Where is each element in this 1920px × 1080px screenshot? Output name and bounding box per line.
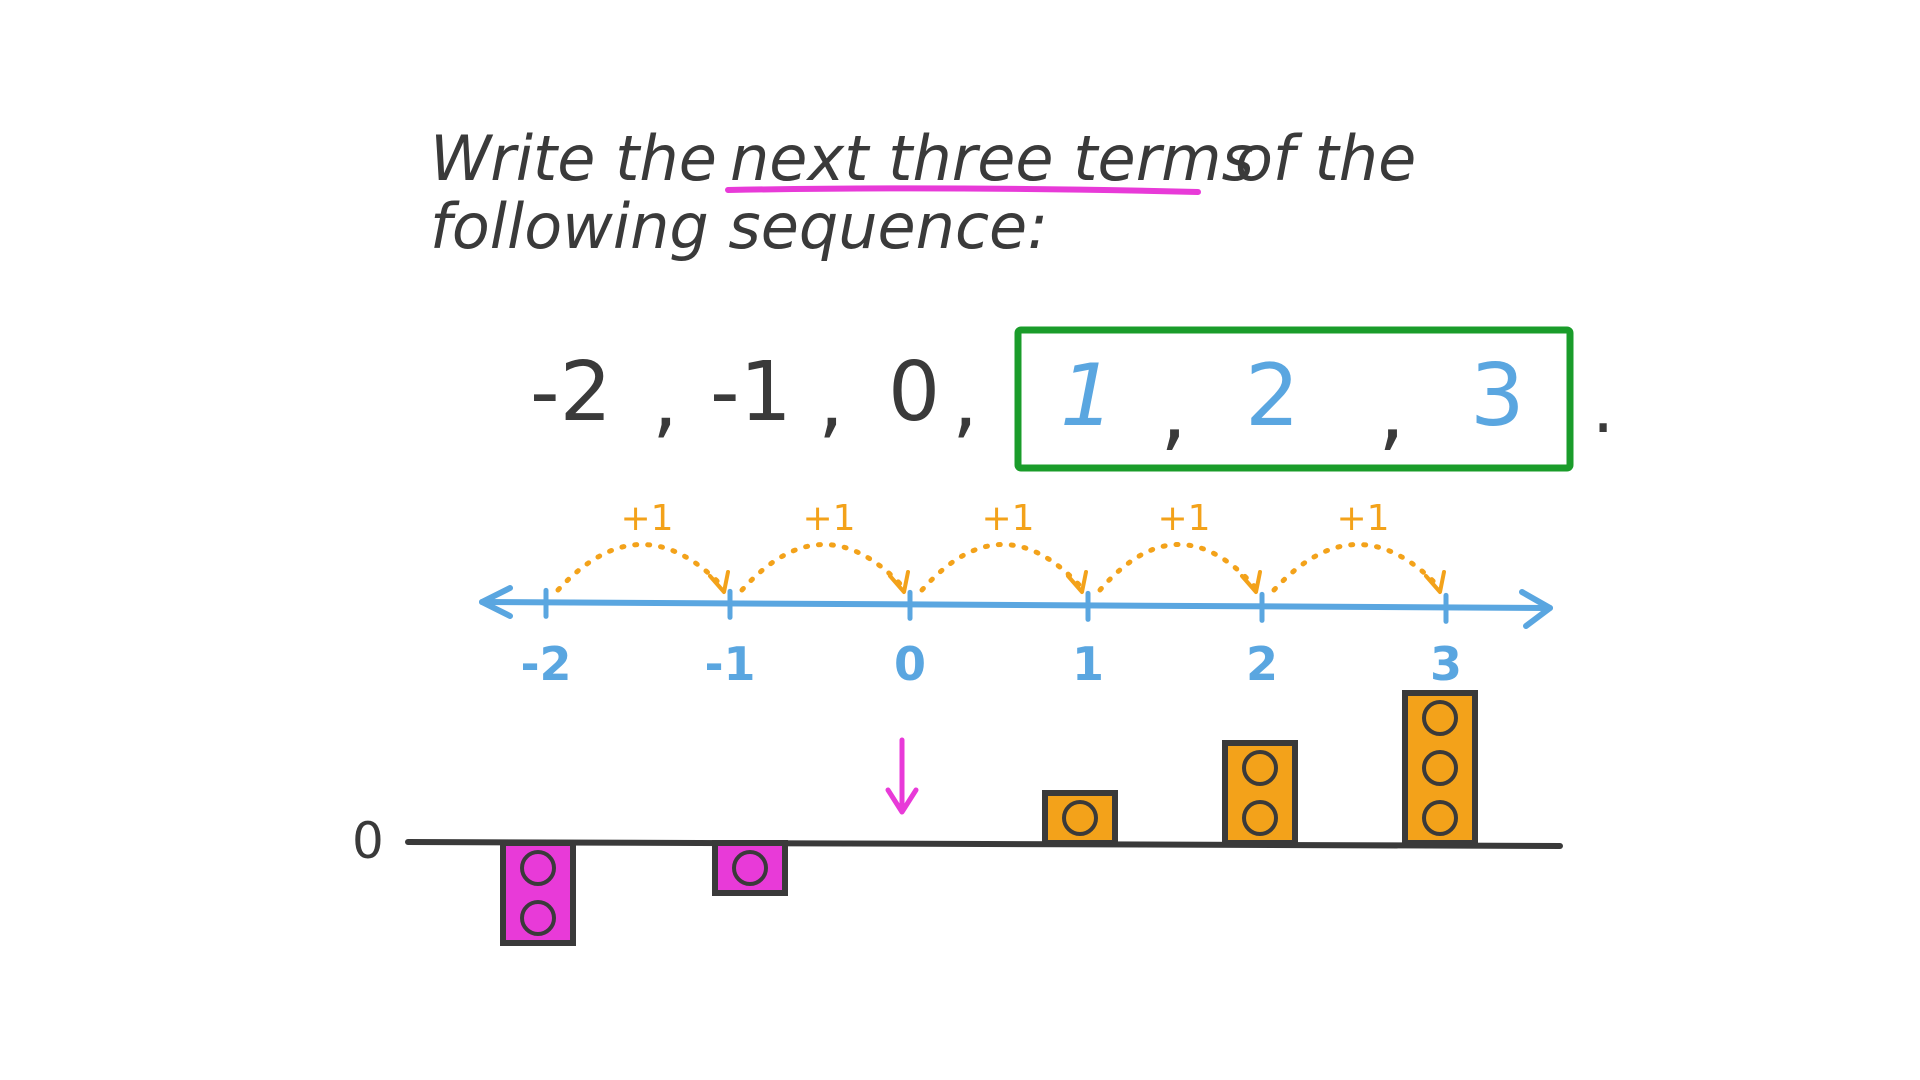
right-arrow-icon <box>1519 589 1553 629</box>
jump-arc <box>1271 542 1443 593</box>
jump-arrow-icon <box>708 570 730 594</box>
positive-block <box>1222 740 1298 846</box>
left-arrow-icon <box>479 585 513 619</box>
jump-label: +1 <box>802 498 855 539</box>
counter-circle <box>1242 800 1278 836</box>
tick-label: -2 <box>520 637 571 691</box>
given-sep-3: , <box>952 353 978 448</box>
positive-block <box>1402 690 1478 846</box>
answer-term-1: 1 <box>1060 346 1115 446</box>
answer-term-3: 3 <box>1470 346 1525 446</box>
counter-circle <box>1062 800 1098 836</box>
answer-box <box>1014 326 1574 472</box>
jump-arc <box>919 542 1085 593</box>
jump-label: +1 <box>981 498 1034 539</box>
counter-circle <box>520 900 556 936</box>
jump-arc <box>739 542 907 593</box>
zero-baseline <box>405 839 1563 849</box>
zero-label: 0 <box>352 812 384 870</box>
blocks <box>500 690 1478 946</box>
question-line1-after: of the <box>1235 122 1416 195</box>
number-line-axis <box>479 599 1553 611</box>
given-terms: -2 , -1 , 0 , <box>530 345 978 448</box>
jump-label: +1 <box>1336 498 1389 539</box>
jump-label: +1 <box>620 498 673 539</box>
jump-arrow-icon <box>1240 570 1262 594</box>
answer-term-2: 2 <box>1245 346 1300 446</box>
question-line1-before: Write the <box>430 122 717 195</box>
answer-sep-1: , <box>1160 361 1187 461</box>
counter-circle <box>1422 800 1458 836</box>
highlight-underline <box>725 185 1201 195</box>
jump-arrow-icon <box>1424 570 1446 594</box>
tick-label: 2 <box>1246 637 1278 691</box>
block-chart: 0 <box>352 690 1563 946</box>
jumps: +1 +1 +1 +1 +1 <box>555 498 1446 594</box>
counter-circle <box>1422 750 1458 786</box>
counter-circle <box>1242 750 1278 786</box>
given-term-3: 0 <box>888 345 940 440</box>
tick-label: 0 <box>894 637 926 691</box>
jump-arrow-icon <box>888 570 910 594</box>
jump-arrow-icon <box>1066 570 1088 594</box>
counter-circle <box>520 850 556 886</box>
given-sep-2: , <box>818 353 844 448</box>
given-sep-1: , <box>652 353 678 448</box>
jump-arc <box>1097 542 1259 593</box>
end-mark: . <box>1592 367 1614 449</box>
counter-circle <box>1422 700 1458 736</box>
given-term-2: -1 <box>710 345 792 440</box>
counter-circle <box>732 850 768 886</box>
answer-terms: 1 , 2 , 3 <box>1060 346 1525 461</box>
jump-label: +1 <box>1157 498 1210 539</box>
number-line: -2 -1 0 1 2 3 +1 +1 +1 +1 +1 <box>479 498 1553 691</box>
given-term-1: -2 <box>530 345 612 440</box>
question-line1-highlight: next three terms <box>730 122 1254 195</box>
question-line2: following sequence: <box>430 190 1048 263</box>
answer-sep-2: , <box>1378 361 1405 461</box>
down-arrow-icon <box>885 787 919 815</box>
tick-label: -1 <box>704 637 755 691</box>
ticks: -2 -1 0 1 2 3 <box>520 587 1462 691</box>
negative-block <box>500 840 576 946</box>
tick-label: 1 <box>1072 637 1104 691</box>
tick-label: 3 <box>1430 637 1462 691</box>
jump-arc <box>555 542 727 593</box>
question: Write the next three terms of the follow… <box>430 122 1416 263</box>
